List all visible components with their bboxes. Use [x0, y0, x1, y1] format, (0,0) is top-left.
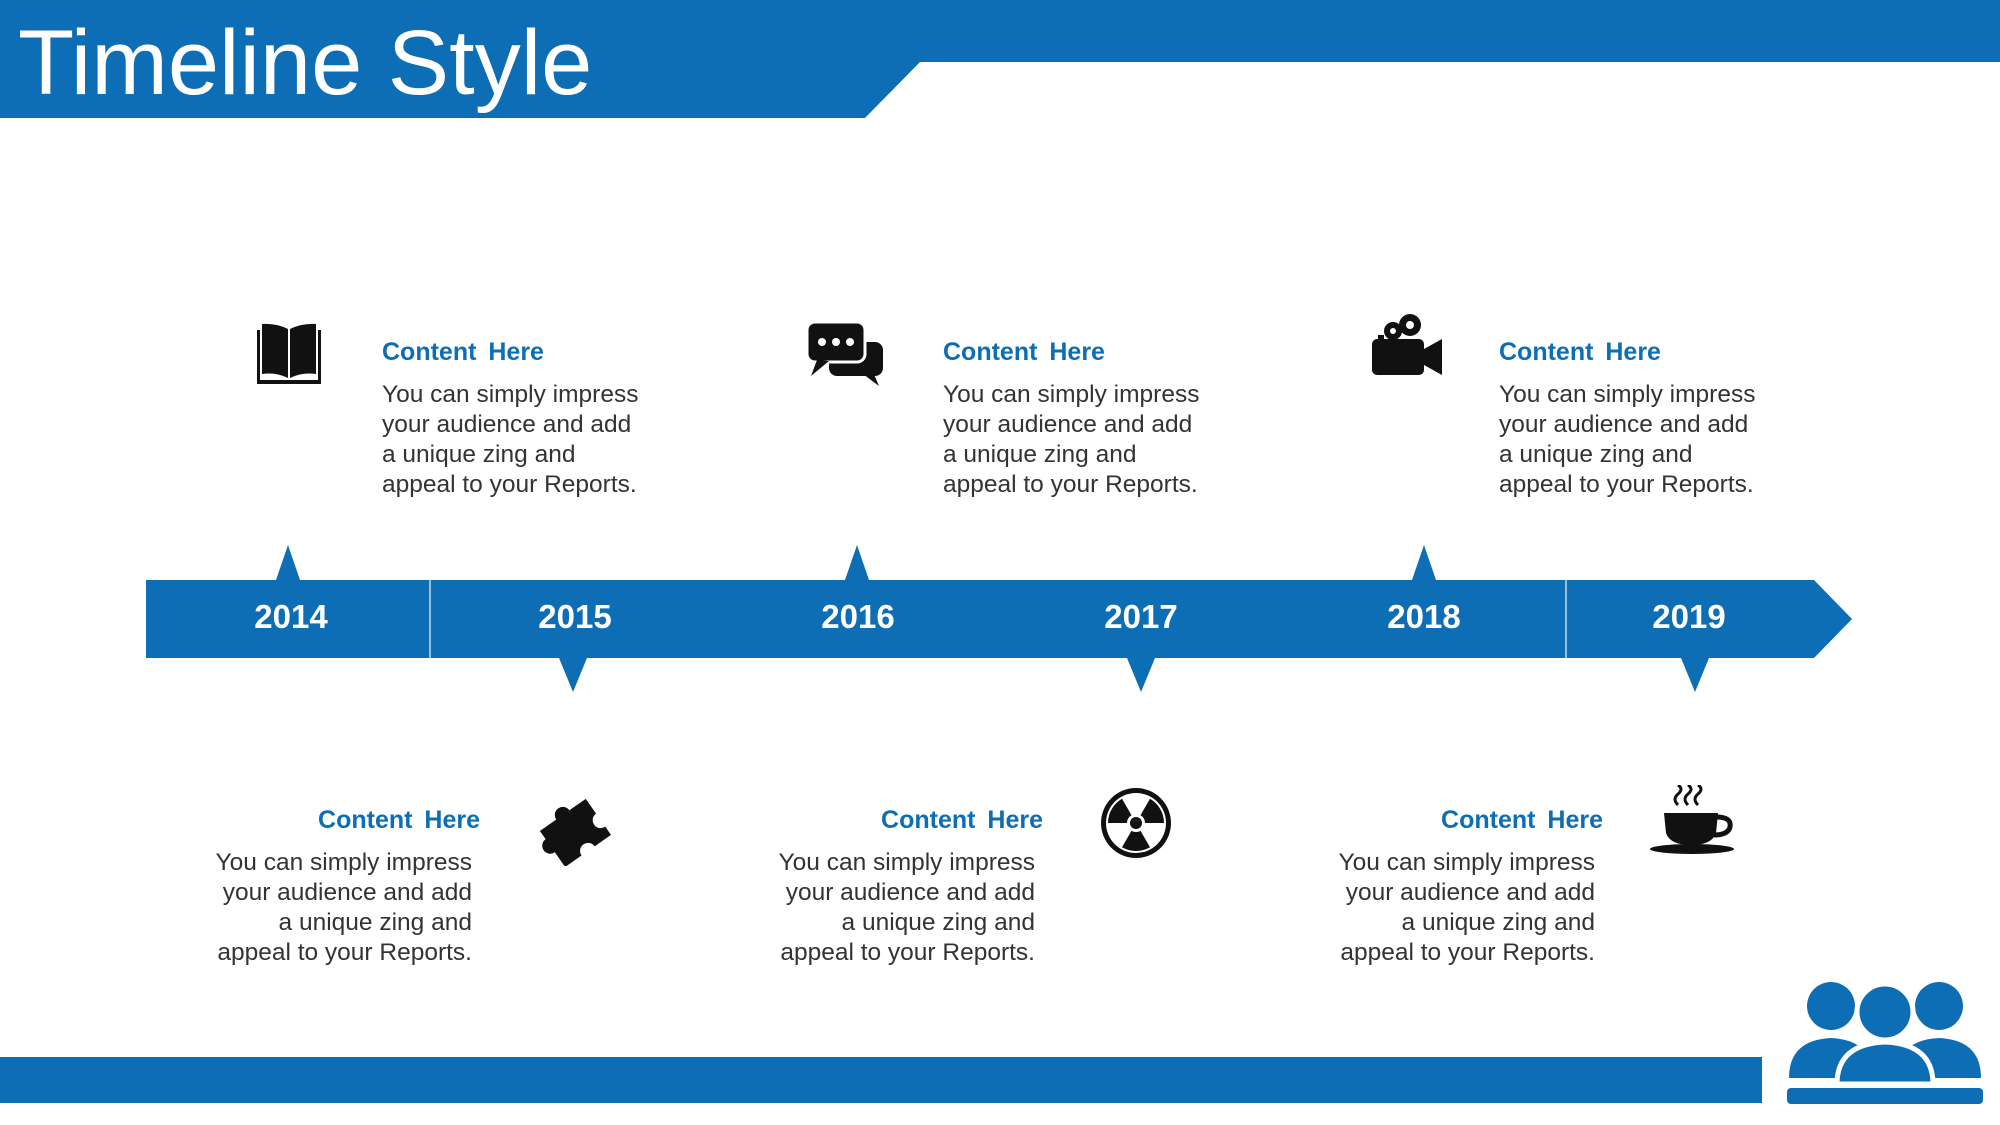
page-title: Timeline Style: [18, 12, 593, 114]
puzzle-icon: [539, 798, 611, 866]
book-icon: [257, 323, 321, 384]
pointer-up-2018: [1412, 545, 1436, 580]
footer-band: [0, 1057, 1762, 1103]
video-camera-icon: [1372, 314, 1442, 375]
year-label-2016: 2016: [821, 598, 895, 635]
pointer-down-2019: [1681, 658, 1709, 692]
milestone-2018: Content Here You can simply impress your…: [1499, 336, 1789, 500]
timeline-arrow: [146, 545, 1852, 692]
header-band: [0, 0, 2000, 118]
milestone-body: You can simply impress your audience and…: [778, 849, 1035, 966]
radiation-icon: [1101, 788, 1171, 858]
coffee-cup-icon: [1650, 785, 1734, 854]
milestone-body: You can simply impress your audience and…: [1499, 381, 1756, 498]
milestone-title: Content Here: [881, 806, 1043, 834]
year-label-2017: 2017: [1104, 598, 1178, 635]
pointer-up-2014: [276, 545, 300, 580]
milestone-2019: Content Here You can simply impress your…: [1313, 804, 1603, 968]
milestone-body: You can simply impress your audience and…: [1338, 849, 1595, 966]
year-label-2018: 2018: [1387, 598, 1461, 635]
year-label-2019: 2019: [1652, 598, 1726, 635]
pointer-down-2017: [1127, 658, 1155, 692]
milestone-2015: Content Here You can simply impress your…: [190, 804, 480, 968]
year-label-2015: 2015: [538, 598, 612, 635]
milestone-title: Content Here: [1499, 338, 1661, 366]
milestone-body: You can simply impress your audience and…: [382, 381, 639, 498]
pointer-down-2015: [559, 658, 587, 692]
milestone-title: Content Here: [318, 806, 480, 834]
milestone-2017: Content Here You can simply impress your…: [753, 804, 1043, 968]
milestone-title: Content Here: [1441, 806, 1603, 834]
milestone-title: Content Here: [943, 338, 1105, 366]
year-label-2014: 2014: [254, 598, 328, 635]
milestone-2016: Content Here You can simply impress your…: [943, 336, 1233, 500]
milestone-body: You can simply impress your audience and…: [215, 849, 472, 966]
chat-bubbles-icon: [805, 320, 883, 386]
milestone-title: Content Here: [382, 338, 544, 366]
milestone-2014: Content Here You can simply impress your…: [382, 336, 672, 500]
milestone-body: You can simply impress your audience and…: [943, 381, 1200, 498]
pointer-up-2016: [845, 545, 869, 580]
team-icon: [1787, 981, 1983, 1104]
